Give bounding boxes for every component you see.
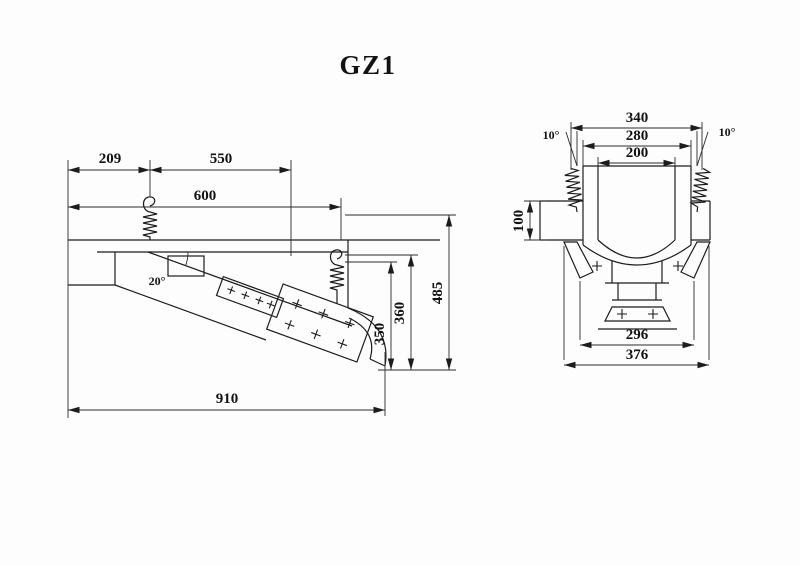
front-view-dimension-labels: 340 280 200 100 296 376 10° 10° xyxy=(511,110,736,363)
dim-280-label: 280 xyxy=(626,128,649,144)
front-view-right-spring xyxy=(689,167,712,213)
front-view-left-spring xyxy=(564,167,583,213)
front-view-extension-lines xyxy=(524,122,710,360)
dim-296-label: 296 xyxy=(626,327,649,343)
side-view-dimension-lines xyxy=(68,166,453,414)
front-view-dimension-lines xyxy=(526,124,709,369)
dim-200-label: 200 xyxy=(626,145,649,161)
dim-376-label: 376 xyxy=(626,347,649,363)
side-view-structure xyxy=(68,239,440,367)
side-view: 209 550 600 910 485 360 350 20° xyxy=(67,151,456,418)
dim-910-label: 910 xyxy=(216,391,239,407)
angle-10-left-label: 10° xyxy=(543,128,560,142)
dim-209-label: 209 xyxy=(99,151,122,167)
side-view-vibrator-box xyxy=(265,283,375,363)
dim-550-label: 550 xyxy=(210,151,233,167)
front-view-structure xyxy=(539,165,711,330)
angle-10-right-label: 10° xyxy=(719,125,736,139)
dim-485-label: 485 xyxy=(430,282,446,305)
side-view-armature-bracket xyxy=(215,275,285,319)
dim-600-label: 600 xyxy=(194,188,217,204)
dim-350-label: 350 xyxy=(372,323,388,346)
side-view-vibrator-spring xyxy=(329,249,345,303)
dim-360-label: 360 xyxy=(392,302,408,325)
dim-100-label: 100 xyxy=(511,210,527,233)
side-view-dimension-labels: 209 550 600 910 485 360 350 20° xyxy=(99,151,446,407)
side-view-extension-lines xyxy=(67,160,456,418)
angle-20-label: 20° xyxy=(149,274,166,288)
front-view-angle-indicators xyxy=(565,131,709,167)
drawing-title: GZ1 xyxy=(339,50,396,80)
side-view-suspension-spring xyxy=(142,196,158,240)
dim-340-label: 340 xyxy=(626,110,649,126)
front-view: 340 280 200 100 296 376 10° 10° xyxy=(511,110,736,369)
